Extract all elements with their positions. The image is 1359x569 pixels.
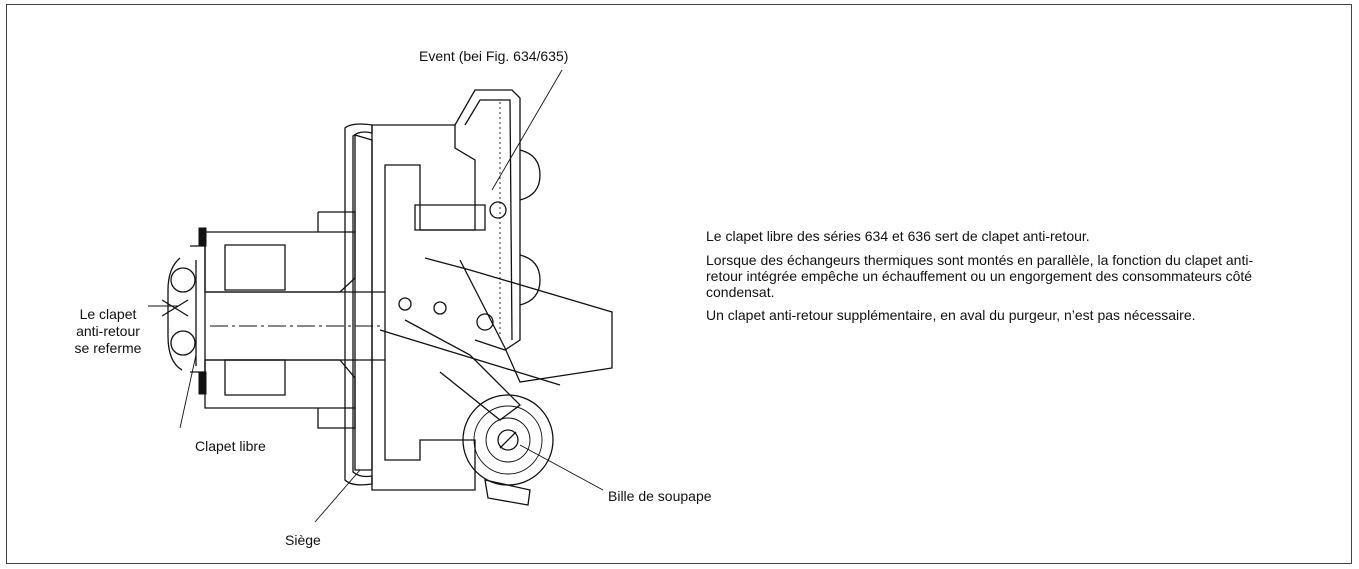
- description-paragraph-2-line2: retour intégrée empêche un échauffement …: [706, 268, 1253, 284]
- description-paragraph-2-line3: condensat.: [706, 284, 775, 300]
- body-flange: [344, 123, 476, 491]
- label-check-valve-line3: se referme: [74, 340, 142, 356]
- label-event: Event (bei Fig. 634/635): [419, 48, 569, 64]
- leader-lines: [148, 69, 604, 523]
- label-check-valve: Le clapet anti-retour se referme: [70, 306, 146, 357]
- description-paragraph-1: Le clapet libre des séries 634 et 636 se…: [706, 228, 1090, 244]
- valve-cross-section-drawing: [148, 69, 613, 523]
- label-seat: Siège: [285, 532, 321, 548]
- description-text: Le clapet libre des séries 634 et 636 se…: [706, 228, 1336, 330]
- float-arm: [379, 257, 613, 421]
- label-valve-ball: Bille de soupape: [608, 488, 712, 504]
- check-valve-cap: [161, 227, 207, 395]
- label-check-valve-line1: Le clapet: [79, 306, 137, 322]
- central-body: [204, 211, 385, 429]
- outer-cover: [398, 89, 541, 351]
- description-paragraph-2-line1: Lorsque des échangeurs thermiques sont m…: [706, 252, 1254, 268]
- valve-ball: [462, 394, 554, 506]
- description-paragraph-2: Lorsque des échangeurs thermiques sont m…: [706, 252, 1336, 300]
- description-paragraph-3: Un clapet anti-retour supplémentaire, en…: [706, 307, 1196, 323]
- diagram-frame: [6, 4, 1352, 564]
- label-free-float: Clapet libre: [195, 438, 266, 454]
- label-check-valve-line2: anti-retour: [76, 323, 140, 339]
